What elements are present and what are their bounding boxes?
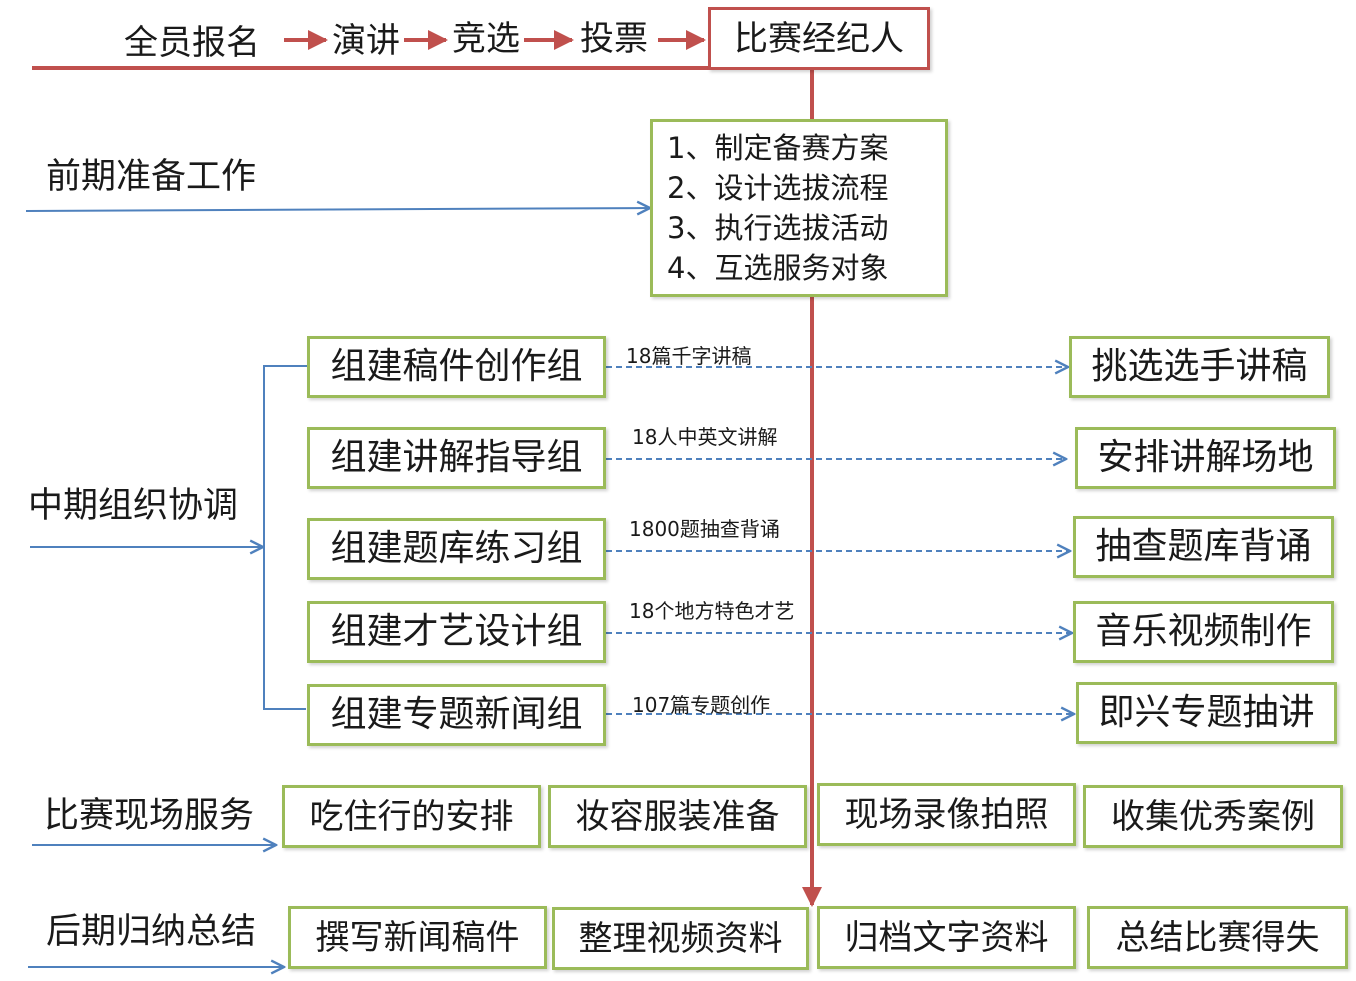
prep-item-1: 1、制定备赛方案 <box>667 131 889 165</box>
onsite-task-4: 收集优秀案例 <box>1083 785 1343 848</box>
stage-onsite: 比赛现场服务 <box>44 796 255 836</box>
group-box-5: 组建专题新闻组 <box>307 684 606 746</box>
step-sign-up: 全员报名 <box>124 23 260 63</box>
prep-box: 1、制定备赛方案 2、设计选拔流程 3、执行选拔活动 4、互选服务对象 <box>650 119 948 297</box>
step-campaign: 竞选 <box>452 19 520 59</box>
late-task-3: 归档文字资料 <box>817 906 1076 969</box>
late-task-1: 撰写新闻稿件 <box>288 906 547 969</box>
onsite-task-1: 吃住行的安排 <box>282 785 541 848</box>
onsite-task-3: 现场录像拍照 <box>817 783 1076 846</box>
connector-label-5: 107篇专题创作 <box>632 693 771 717</box>
connector-label-2: 18人中英文讲解 <box>632 425 778 449</box>
group-box-4: 组建才艺设计组 <box>307 601 606 663</box>
prep-item-3: 3、执行选拔活动 <box>667 211 889 245</box>
step-vote: 投票 <box>580 19 648 59</box>
stage-early: 前期准备工作 <box>46 157 257 197</box>
connector-label-3: 1800题抽查背诵 <box>629 517 780 541</box>
prep-item-4: 4、互选服务对象 <box>667 251 889 285</box>
group-bracket <box>263 365 308 710</box>
result-box-2: 安排讲解场地 <box>1075 427 1336 489</box>
stage-late: 后期归纳总结 <box>46 912 257 952</box>
onsite-task-2: 妆容服装准备 <box>548 785 807 848</box>
group-box-1: 组建稿件创作组 <box>307 336 606 398</box>
connector-label-1: 18篇千字讲稿 <box>626 344 752 368</box>
prep-item-2: 2、设计选拔流程 <box>667 171 889 205</box>
step-speech: 演讲 <box>332 21 400 61</box>
result-box-4: 音乐视频制作 <box>1073 601 1334 663</box>
late-task-4: 总结比赛得失 <box>1087 906 1348 969</box>
early-arrow <box>25 208 650 211</box>
connector-label-4: 18个地方特色才艺 <box>629 599 795 623</box>
late-task-2: 整理视频资料 <box>552 907 809 970</box>
result-box-5: 即兴专题抽讲 <box>1076 682 1337 744</box>
agent-box: 比赛经纪人 <box>708 7 930 70</box>
group-box-3: 组建题库练习组 <box>307 518 606 580</box>
result-box-1: 挑选选手讲稿 <box>1069 336 1330 398</box>
result-box-3: 抽查题库背诵 <box>1073 516 1334 578</box>
group-box-2: 组建讲解指导组 <box>307 427 606 489</box>
stage-middle: 中期组织协调 <box>28 486 239 526</box>
